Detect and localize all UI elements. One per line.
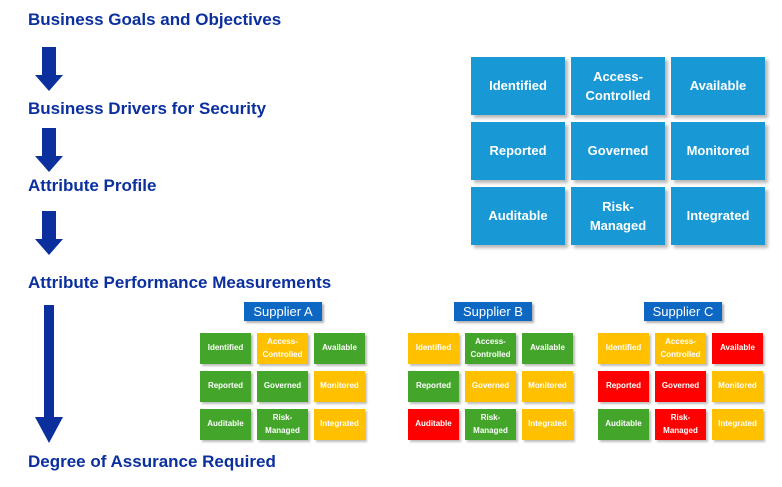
down-arrow-icon (35, 128, 63, 172)
attribute-cell-available: Available (671, 57, 765, 115)
supplier-a-cell-integrated: Integrated (314, 409, 365, 440)
attribute-cell-access-controlled: Access- Controlled (571, 57, 665, 115)
supplier-c-cell-risk-managed: Risk- Managed (655, 409, 706, 440)
supplier-a-header: Supplier A (244, 302, 322, 321)
flow-step-degree-of-assurance: Degree of Assurance Required (28, 452, 276, 471)
attribute-cell-integrated: Integrated (671, 187, 765, 245)
supplier-c-cell-auditable: Auditable (598, 409, 649, 440)
attribute-cell-monitored: Monitored (671, 122, 765, 180)
down-arrow-icon (35, 47, 63, 91)
supplier-a-cell-reported: Reported (200, 371, 251, 402)
supplier-b-grid: Identified Access- Controlled Available … (408, 333, 573, 440)
attribute-cell-reported: Reported (471, 122, 565, 180)
attribute-cell-governed: Governed (571, 122, 665, 180)
supplier-b-cell-available: Available (522, 333, 573, 364)
arrow-shaft (42, 128, 56, 156)
supplier-b-cell-reported: Reported (408, 371, 459, 402)
supplier-a-cell-governed: Governed (257, 371, 308, 402)
supplier-a-cell-available: Available (314, 333, 365, 364)
arrow-head (35, 156, 63, 172)
arrow-head (35, 75, 63, 91)
supplier-b-cell-integrated: Integrated (522, 409, 573, 440)
supplier-a-cell-auditable: Auditable (200, 409, 251, 440)
down-arrow-icon (35, 211, 63, 255)
arrow-shaft (42, 211, 56, 239)
attribute-cell-auditable: Auditable (471, 187, 565, 245)
attribute-cell-identified: Identified (471, 57, 565, 115)
arrow-head (35, 417, 63, 443)
supplier-a-grid: Identified Access- Controlled Available … (200, 333, 365, 440)
supplier-b-cell-monitored: Monitored (522, 371, 573, 402)
supplier-a-cell-monitored: Monitored (314, 371, 365, 402)
supplier-b-cell-risk-managed: Risk- Managed (465, 409, 516, 440)
supplier-a-cell-access-controlled: Access- Controlled (257, 333, 308, 364)
arrow-shaft (42, 47, 56, 75)
flow-step-attribute-profile: Attribute Profile (28, 176, 157, 195)
supplier-a-cell-risk-managed: Risk- Managed (257, 409, 308, 440)
supplier-c-cell-governed: Governed (655, 371, 706, 402)
arrow-head (35, 239, 63, 255)
supplier-c-cell-available: Available (712, 333, 763, 364)
supplier-c-cell-monitored: Monitored (712, 371, 763, 402)
supplier-a-cell-identified: Identified (200, 333, 251, 364)
supplier-c-cell-identified: Identified (598, 333, 649, 364)
supplier-b-header: Supplier B (454, 302, 532, 321)
supplier-c-cell-access-controlled: Access- Controlled (655, 333, 706, 364)
flow-step-attribute-performance: Attribute Performance Measurements (28, 273, 332, 292)
supplier-c-header: Supplier C (644, 302, 722, 321)
down-arrow-long-icon (35, 305, 63, 443)
supplier-b-cell-auditable: Auditable (408, 409, 459, 440)
flow-step-business-drivers: Business Drivers for Security (28, 99, 267, 118)
arrow-shaft (44, 305, 54, 417)
supplier-c-grid: Identified Access- Controlled Available … (598, 333, 763, 440)
supplier-c-cell-reported: Reported (598, 371, 649, 402)
flow-step-business-goals: Business Goals and Objectives (28, 10, 282, 29)
supplier-b-cell-identified: Identified (408, 333, 459, 364)
supplier-b-cell-governed: Governed (465, 371, 516, 402)
attribute-grid: Identified Access- Controlled Available … (471, 57, 765, 245)
supplier-b-cell-access-controlled: Access- Controlled (465, 333, 516, 364)
attribute-cell-risk-managed: Risk- Managed (571, 187, 665, 245)
supplier-c-cell-integrated: Integrated (712, 409, 763, 440)
